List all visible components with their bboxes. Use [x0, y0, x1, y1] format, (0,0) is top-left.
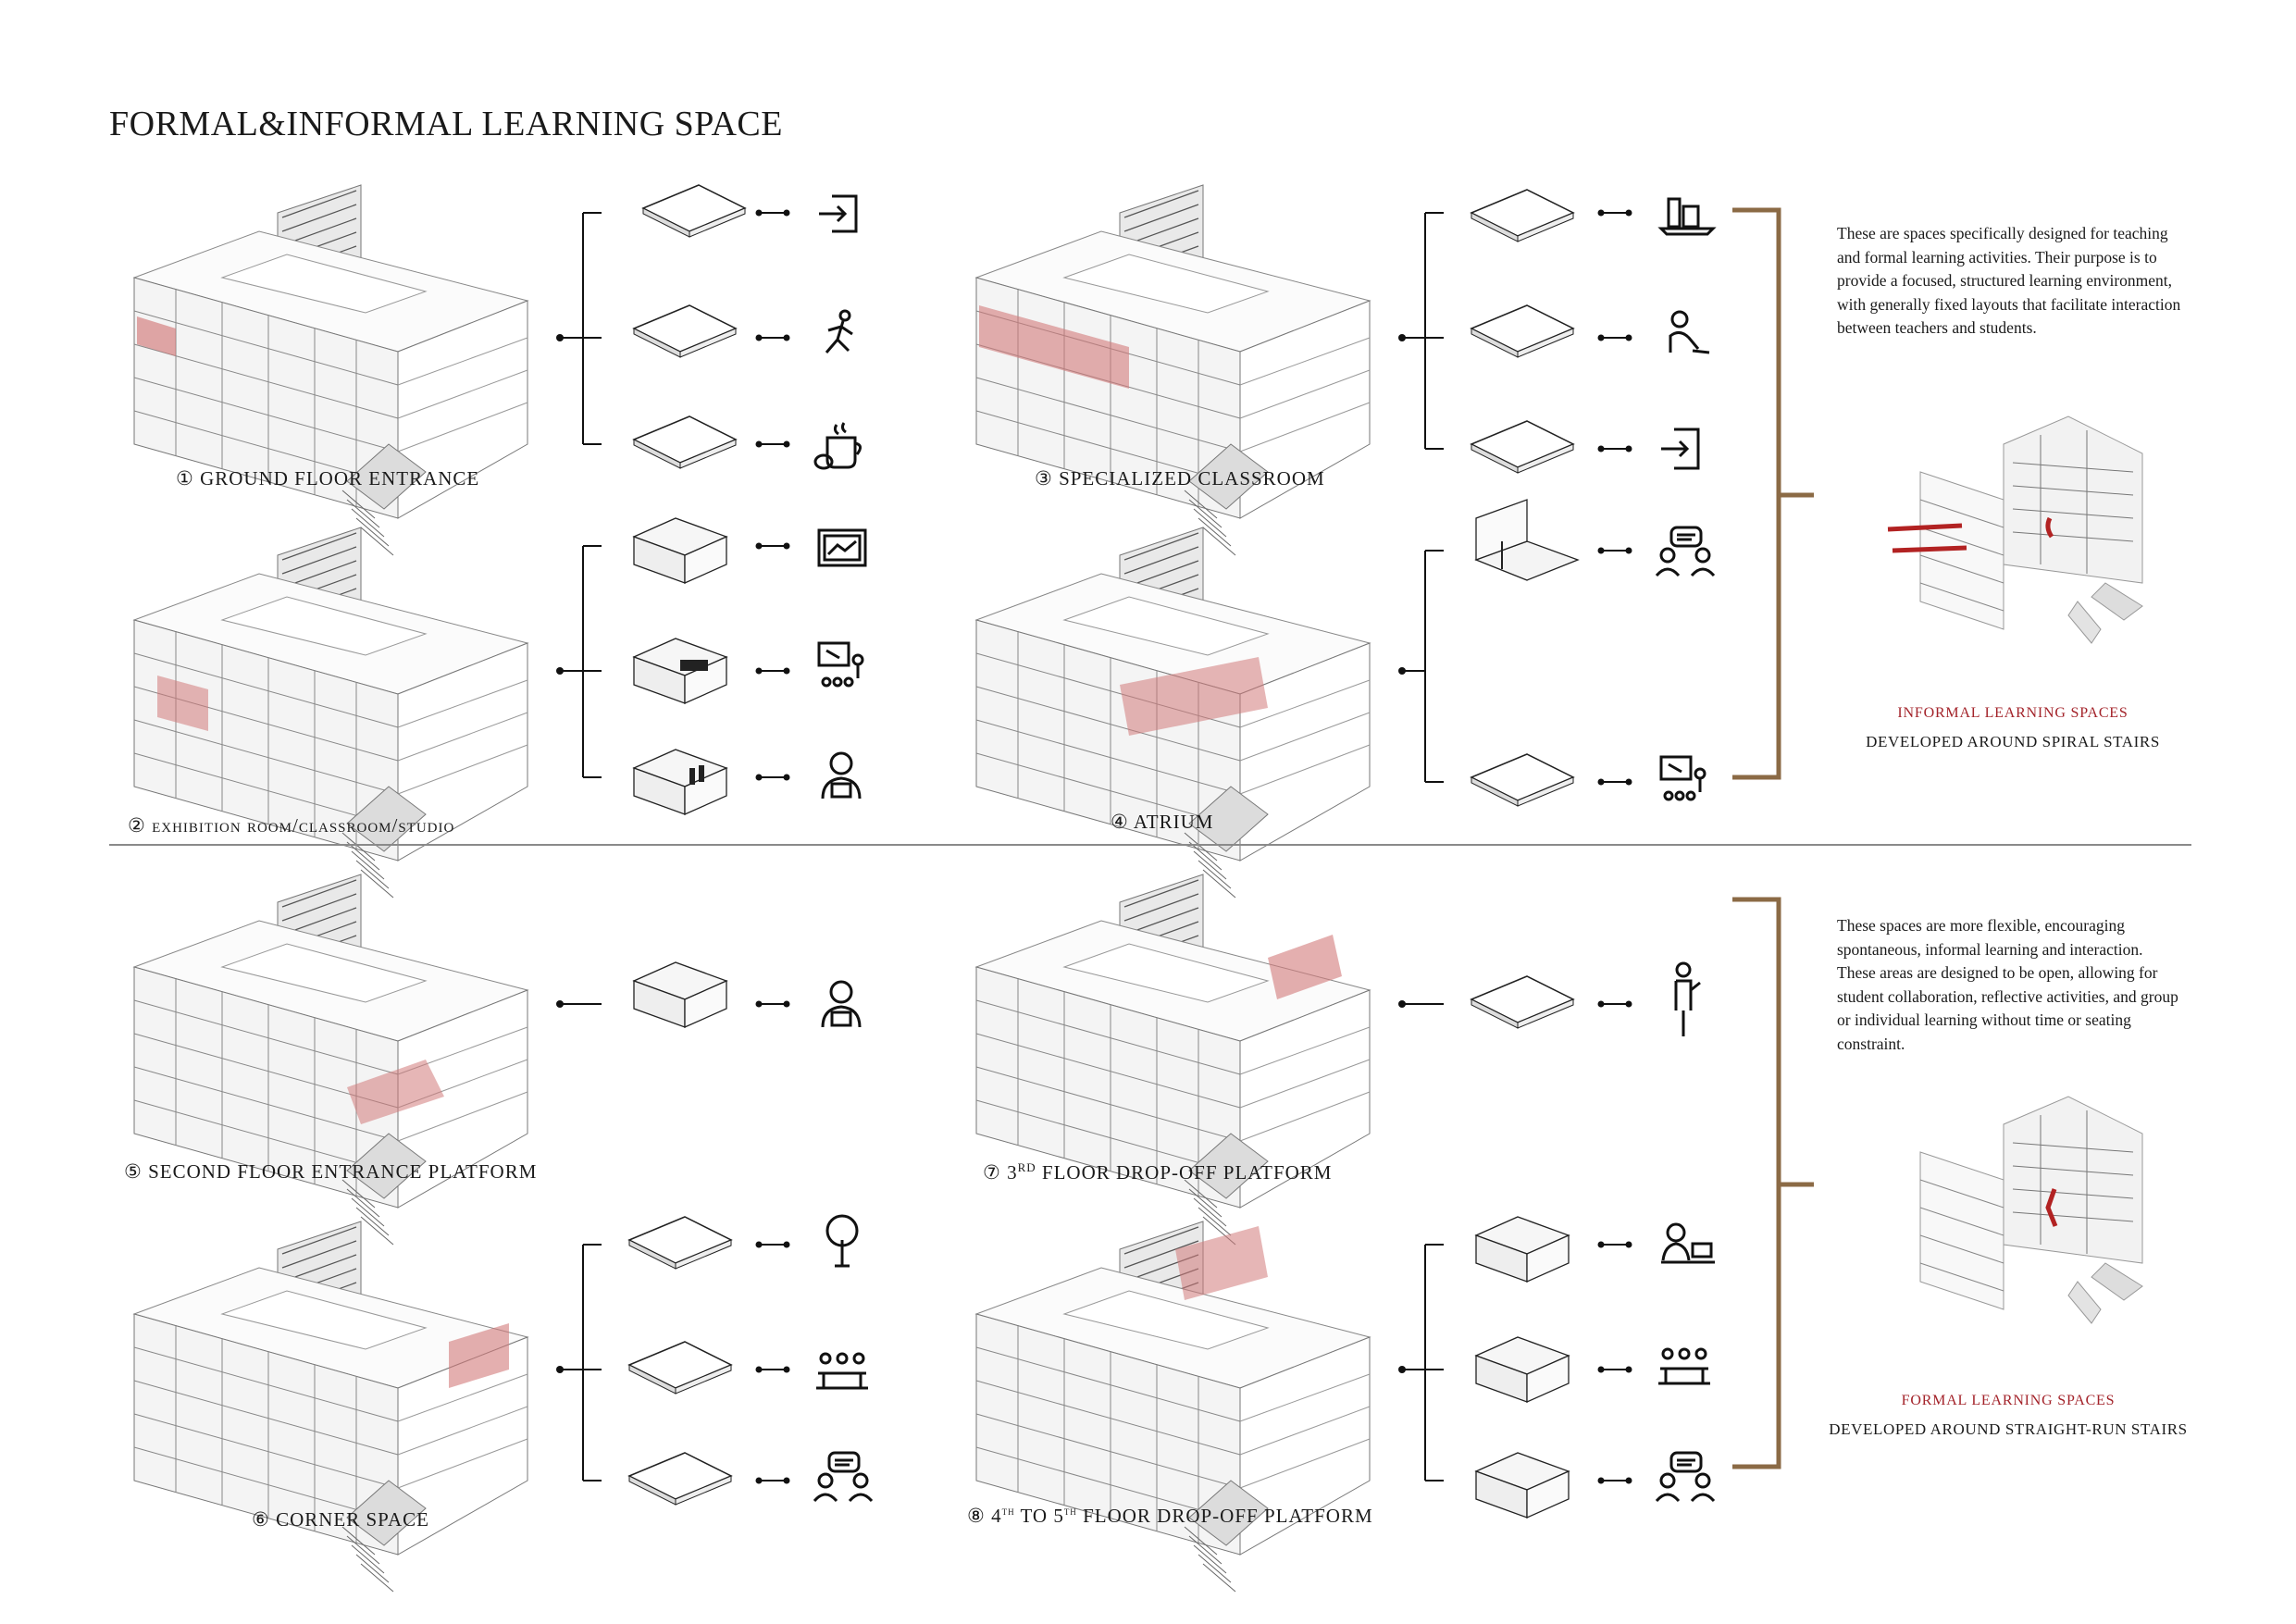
room-model — [1475, 1216, 1570, 1283]
item-label-6: ⑥ CORNER SPACE — [252, 1508, 429, 1531]
group-meeting-icon — [1658, 1347, 1710, 1385]
coffee-icon — [813, 422, 862, 470]
space-slab — [628, 1341, 732, 1395]
formal-caption: DEVELOPED AROUND SPIRAL STAIRS — [1866, 733, 2160, 750]
building-diagram-2 — [133, 527, 528, 899]
space-slab — [633, 415, 737, 469]
informal-caption: DEVELOPED AROUND STRAIGHT-RUN STAIRS — [1829, 1420, 2188, 1438]
space-slab — [1471, 304, 1574, 358]
space-slab — [1471, 975, 1574, 1029]
laptop-user-icon — [821, 980, 862, 1028]
tree-icon — [825, 1214, 859, 1268]
section-divider — [109, 844, 2191, 846]
bracket-informal — [1732, 897, 1814, 1469]
space-slab — [628, 1452, 732, 1506]
tree-group-7 — [1398, 961, 1701, 1036]
building-diagram-4 — [975, 527, 1371, 899]
space-slab — [628, 1216, 732, 1270]
space-slab — [1471, 420, 1574, 474]
group-meeting-icon — [816, 1352, 868, 1390]
item-label-8: ⑧ 4th TO 5th FLOOR DROP-OFF PLATFORM — [967, 1504, 1373, 1527]
tree-group-4 — [1398, 499, 1716, 807]
room-model — [1475, 1336, 1570, 1403]
building-diagram-8 — [975, 1221, 1371, 1593]
building-diagram-5 — [133, 874, 528, 1246]
lab-icon — [1657, 197, 1717, 236]
space-slab — [642, 184, 746, 238]
straight-stair-model — [1919, 1096, 2143, 1324]
informal-caption-red: FORMAL LEARNING SPACES — [1901, 1393, 2116, 1408]
space-slab — [633, 304, 737, 358]
discussion-icon — [1655, 1451, 1716, 1503]
space-slab — [1471, 753, 1574, 807]
item-label-4: ④ ATRIUM — [1111, 811, 1214, 833]
item-label-1: ① GROUND FLOOR ENTRANCE — [176, 467, 480, 490]
page-title: FORMAL&INFORMAL LEARNING SPACE — [109, 105, 783, 143]
spiral-stair-model — [1887, 415, 2143, 644]
tree-group-1 — [556, 184, 862, 470]
building-diagram-1 — [133, 184, 528, 556]
standing-speaker-icon — [1674, 961, 1701, 1036]
room-model — [633, 517, 727, 584]
discussion-icon — [813, 1451, 874, 1503]
informal-description: These spaces are more flexible, encourag… — [1837, 916, 2178, 1053]
tree-group-6 — [556, 1214, 874, 1506]
tree-group-3 — [1398, 189, 1717, 474]
exhibition-frame-icon — [817, 528, 867, 567]
tree-group-5 — [556, 961, 862, 1028]
room-model — [633, 749, 727, 815]
room-model — [633, 961, 727, 1028]
lecture-icon — [817, 641, 864, 688]
item-label-2: ② exhibition room/classroom/studio — [128, 814, 455, 837]
atrium-model — [1474, 499, 1580, 581]
formal-description: These are spaces specifically designed f… — [1837, 224, 2181, 337]
item-label-5: ⑤ SECOND FLOOR ENTRANCE PLATFORM — [124, 1160, 538, 1183]
item-label-7: ⑦ 3RD FLOOR DROP-OFF PLATFORM — [983, 1160, 1333, 1184]
laptop-user-icon — [821, 751, 862, 800]
building-diagram-3 — [975, 184, 1371, 556]
entrance-icon — [819, 194, 858, 233]
building-diagram-7 — [975, 874, 1371, 1246]
lecture-icon — [1659, 755, 1706, 801]
tree-group-2 — [556, 517, 867, 815]
laptop-desk-icon — [1661, 1222, 1715, 1264]
bracket-formal — [1732, 207, 1814, 780]
running-person-icon — [825, 309, 853, 353]
space-slab — [1471, 189, 1574, 242]
entrance-icon — [1661, 428, 1700, 470]
formal-caption-red: INFORMAL LEARNING SPACES — [1897, 705, 2128, 721]
reading-person-icon — [1669, 310, 1710, 354]
room-model — [1475, 1452, 1570, 1519]
discussion-icon — [1655, 526, 1716, 577]
building-diagram-6 — [133, 1221, 528, 1593]
tree-group-8 — [1398, 1216, 1716, 1519]
item-label-3: ③ SPECIALIZED CLASSROOM — [1035, 467, 1325, 490]
